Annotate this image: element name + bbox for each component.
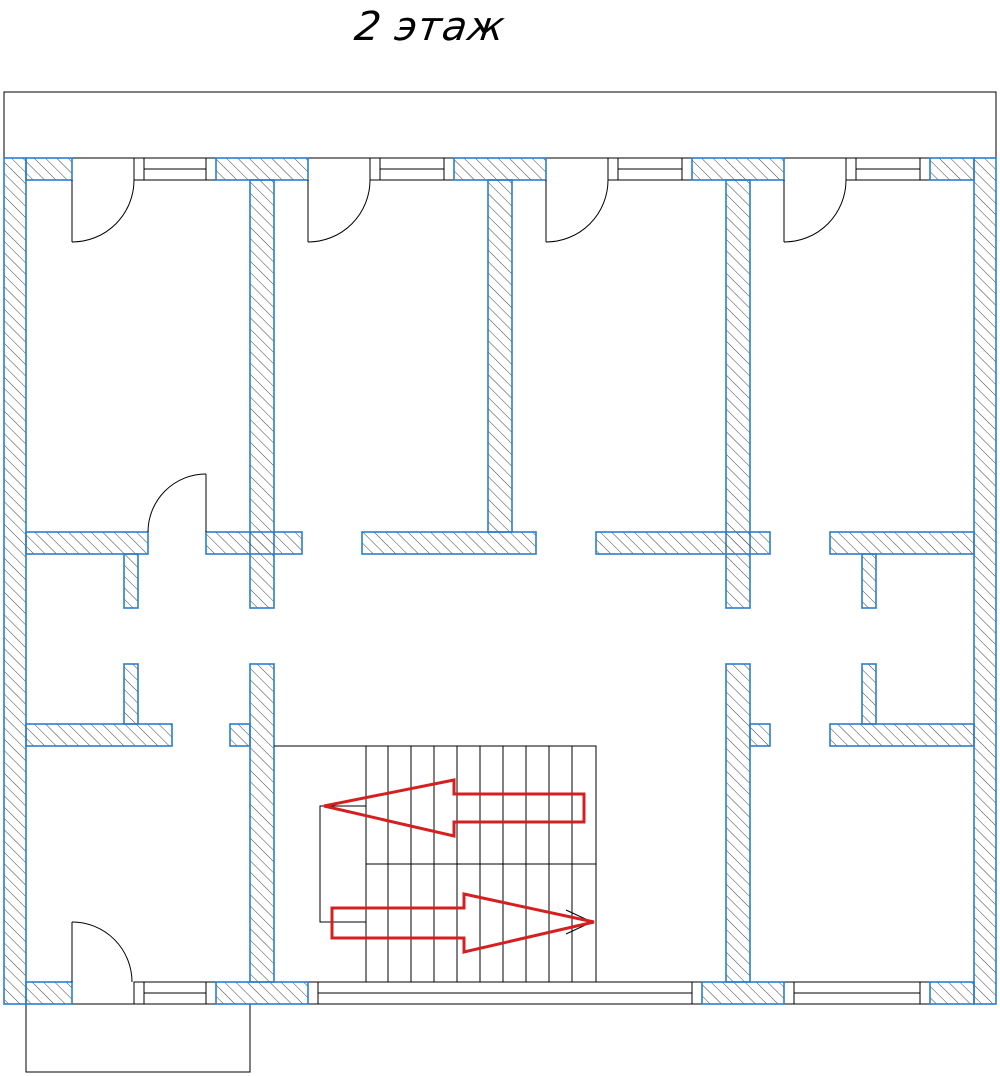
- entrance-porch: [25, 1003, 251, 1073]
- top-balcony: [3, 91, 997, 159]
- arrow-left-icon: [323, 778, 586, 838]
- walls: [3, 157, 997, 1005]
- doors: [71, 179, 847, 983]
- staircase: [274, 745, 597, 982]
- arrow-right-icon: [330, 892, 595, 954]
